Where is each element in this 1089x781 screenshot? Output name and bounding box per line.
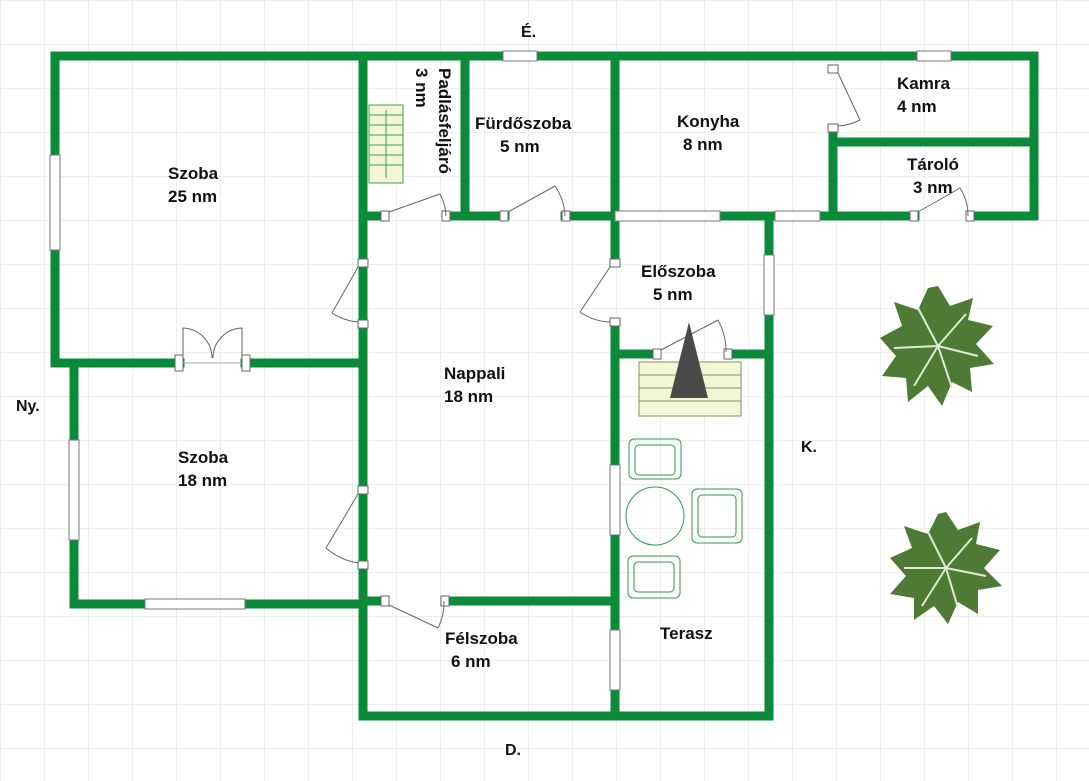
tree-icon bbox=[890, 512, 1002, 624]
compass-south: D. bbox=[505, 742, 521, 759]
room-area: 3 nm bbox=[913, 178, 953, 197]
room-name: Nappali bbox=[444, 364, 506, 383]
compass-west: Ny. bbox=[16, 398, 40, 415]
door-furdo bbox=[499, 185, 571, 222]
chimney-icon bbox=[670, 322, 708, 398]
tree-icon bbox=[880, 286, 994, 406]
room-label-felszoba: Félszoba 6 nm bbox=[445, 627, 518, 673]
room-label-tarolo: Tároló 3 nm bbox=[907, 153, 959, 199]
room-label-eloszoba: Előszoba 5 nm bbox=[641, 260, 716, 306]
window-tarolo bbox=[774, 210, 821, 222]
attic-stairs bbox=[368, 104, 404, 184]
round-table-icon bbox=[625, 486, 685, 546]
compass-east: K. bbox=[801, 439, 817, 456]
room-label-furdoszoba: Fürdőszoba 5 nm bbox=[475, 112, 571, 158]
window-eloszoba bbox=[763, 254, 775, 316]
door-felszoba bbox=[380, 595, 450, 629]
room-name: Szoba bbox=[168, 164, 219, 183]
room-area: 18 nm bbox=[178, 471, 228, 490]
room-area: 5 nm bbox=[653, 285, 693, 304]
room-label-terasz: Terasz bbox=[660, 622, 713, 645]
room-name: Fürdőszoba bbox=[475, 114, 572, 133]
window-konyha-eloszoba bbox=[614, 210, 721, 222]
terrace-furniture bbox=[625, 438, 743, 599]
window-south-szoba bbox=[144, 598, 246, 610]
room-area: 5 nm bbox=[500, 137, 540, 156]
chair-icon bbox=[628, 438, 682, 480]
room-area: 8 nm bbox=[683, 135, 723, 154]
window-north-1 bbox=[502, 50, 538, 62]
room-area: 4 nm bbox=[897, 97, 937, 116]
window-terasz-2 bbox=[609, 629, 621, 691]
door-nappali-upper bbox=[331, 258, 369, 329]
room-name: Szoba bbox=[178, 448, 229, 467]
door-kamra bbox=[827, 64, 861, 133]
room-area: 3 nm bbox=[412, 68, 431, 108]
room-name: Előszoba bbox=[641, 262, 716, 281]
window-west-2 bbox=[68, 439, 80, 541]
room-name: Kamra bbox=[897, 74, 950, 93]
room-label-nappali: Nappali 18 nm bbox=[444, 362, 505, 408]
room-name: Padlásfeljáró bbox=[435, 68, 454, 174]
room-label-szoba-25: Szoba 25 nm bbox=[168, 162, 218, 208]
door-eloszoba bbox=[579, 258, 621, 327]
door-double-szoba bbox=[174, 327, 251, 372]
room-name: Tároló bbox=[907, 155, 959, 174]
compass-north: É. bbox=[521, 24, 537, 41]
window-north-2 bbox=[916, 50, 952, 62]
room-name: Terasz bbox=[660, 624, 713, 643]
room-label-padlasfeljaro: Padlásfeljáró 3 nm bbox=[410, 68, 456, 174]
windows bbox=[49, 50, 952, 691]
door-tarolo bbox=[909, 187, 975, 222]
room-name: Konyha bbox=[677, 112, 740, 131]
doors bbox=[174, 64, 975, 629]
room-label-konyha: Konyha 8 nm bbox=[677, 110, 739, 156]
room-area: 6 nm bbox=[451, 652, 491, 671]
room-area: 25 nm bbox=[168, 187, 218, 206]
room-area: 18 nm bbox=[444, 387, 494, 406]
door-padlas bbox=[380, 193, 451, 222]
walls bbox=[50, 51, 1039, 721]
room-label-szoba-18: Szoba 18 nm bbox=[178, 446, 228, 492]
door-nappali-lower bbox=[325, 485, 369, 570]
window-west-1 bbox=[49, 154, 61, 251]
window-terasz-1 bbox=[609, 464, 621, 536]
chair-icon bbox=[691, 488, 743, 544]
room-name: Félszoba bbox=[445, 629, 518, 648]
chair-icon bbox=[627, 555, 681, 599]
room-label-kamra: Kamra 4 nm bbox=[897, 72, 950, 118]
